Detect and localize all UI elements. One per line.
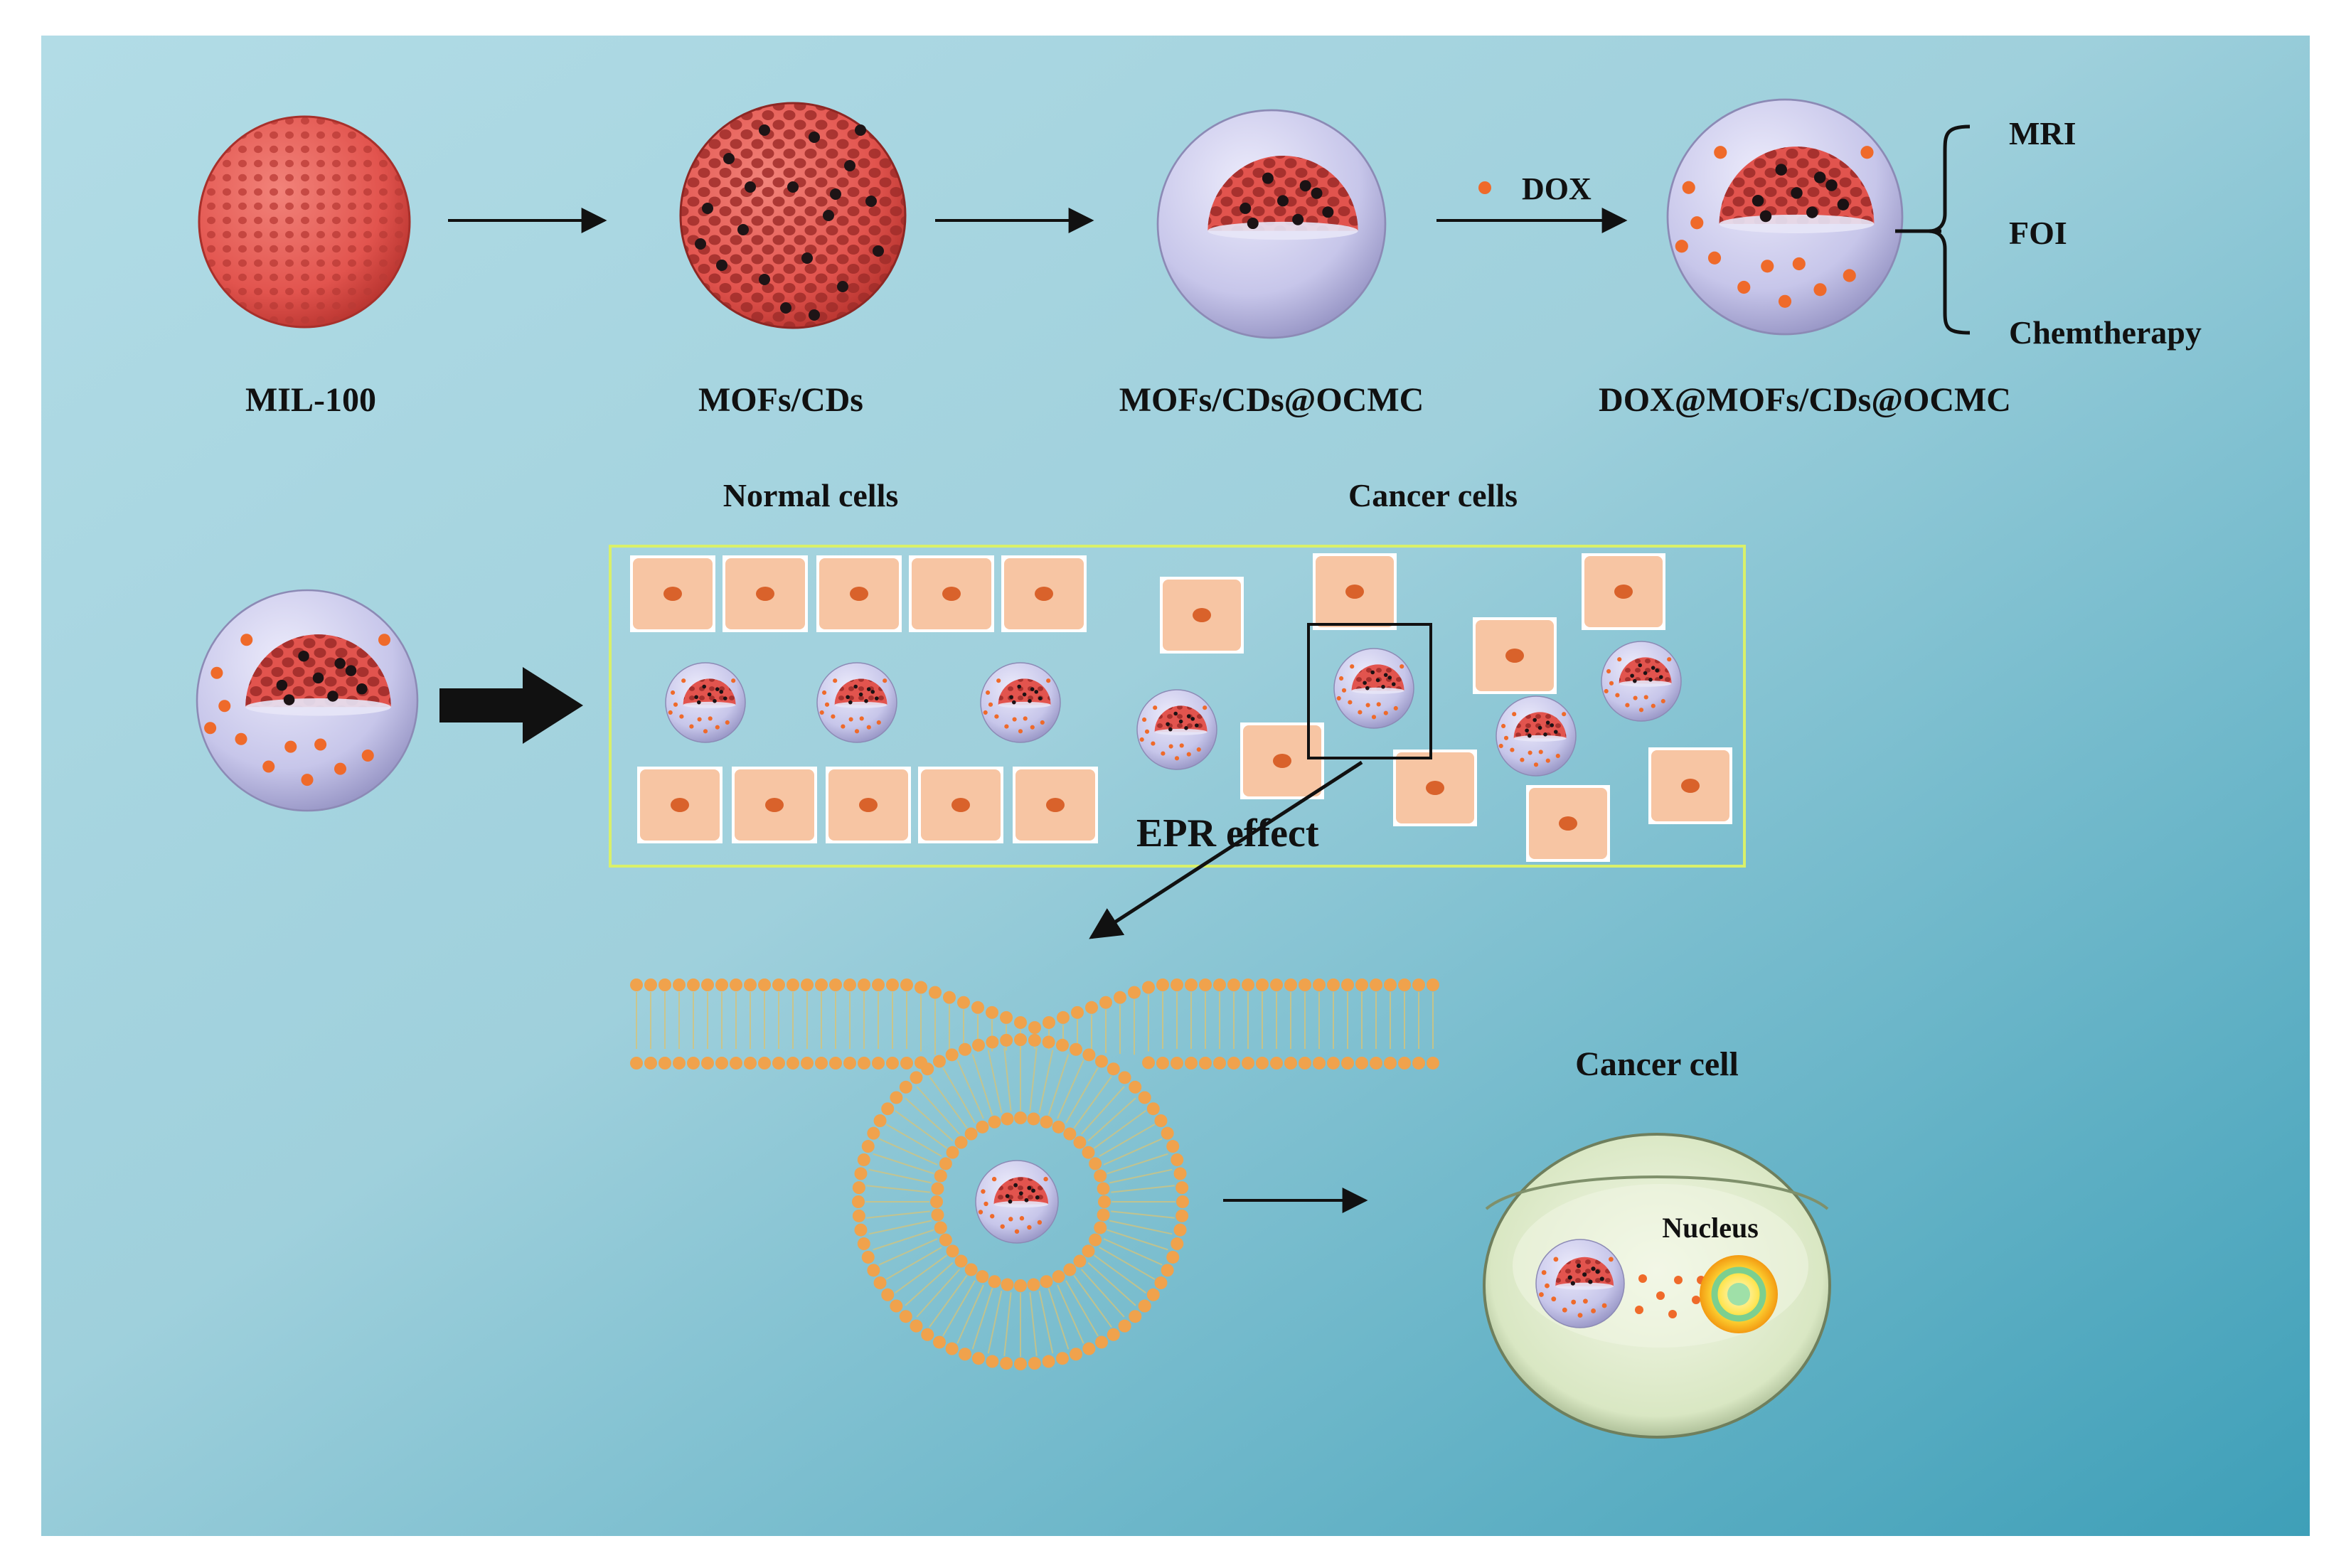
carbon-dots-cluster bbox=[695, 124, 884, 321]
nucleus-label: Nucleus bbox=[1662, 1212, 1759, 1244]
cancer-cell-label: Cancer cell bbox=[1575, 1045, 1739, 1083]
dox-mofs-cds-ocmc-particle bbox=[1666, 98, 1904, 336]
normal-cell-bottom-0 bbox=[637, 767, 723, 843]
carbon-dot-12 bbox=[801, 252, 813, 264]
applications-brace bbox=[1895, 124, 1971, 335]
cancer-cell-0 bbox=[1160, 577, 1244, 654]
endocytic-vesicle bbox=[852, 1033, 1189, 1370]
carbon-dot-2 bbox=[809, 132, 820, 143]
cancer-cell-5 bbox=[1393, 750, 1477, 826]
dox-molecule-3 bbox=[1692, 1296, 1700, 1304]
cell-membrane bbox=[630, 978, 1439, 1070]
carbon-dot-17 bbox=[809, 309, 820, 321]
cancer-cell-2 bbox=[1473, 617, 1557, 694]
carbon-dot-4 bbox=[865, 196, 877, 207]
carbon-dot-9 bbox=[873, 245, 884, 257]
normal-cell-top-0 bbox=[630, 555, 715, 632]
vesicle-nanoparticle bbox=[975, 1160, 1059, 1244]
normal-cell-top-4 bbox=[1001, 555, 1087, 632]
tissue-nanoparticle-0 bbox=[665, 662, 746, 743]
normal-cell-top-3 bbox=[909, 555, 994, 632]
released-dox bbox=[1635, 1274, 1705, 1318]
dox-molecule-0 bbox=[1638, 1274, 1647, 1283]
normal-cell-bottom-2 bbox=[826, 767, 911, 843]
carbon-dot-11 bbox=[759, 274, 770, 285]
carbon-dot-5 bbox=[702, 203, 713, 214]
mofs-cds-sphere bbox=[679, 102, 907, 329]
cancer-cell-3 bbox=[1582, 553, 1665, 630]
tissue-nanoparticle-6 bbox=[1601, 641, 1682, 722]
dox-molecule-4 bbox=[1635, 1306, 1643, 1314]
normal-cell-top-2 bbox=[816, 555, 902, 632]
normal-cells-label: Normal cells bbox=[723, 477, 899, 513]
normal-cell-bottom-3 bbox=[918, 767, 1003, 843]
internalized-nanoparticle bbox=[1535, 1239, 1625, 1328]
tissue-nanoparticle-4 bbox=[1333, 648, 1414, 729]
carbon-dot-0 bbox=[723, 153, 735, 164]
injection-arrow bbox=[439, 667, 583, 744]
carbon-dot-13 bbox=[837, 281, 848, 292]
carbon-dot-16 bbox=[695, 238, 706, 250]
injected-nanoparticle bbox=[196, 589, 419, 812]
dox-molecule-5 bbox=[1668, 1310, 1677, 1318]
normal-cell-top-1 bbox=[723, 555, 808, 632]
carbon-dot-7 bbox=[787, 181, 799, 193]
carbon-dot-14 bbox=[780, 302, 791, 314]
carbon-dot-3 bbox=[844, 160, 855, 171]
carbon-dot-6 bbox=[737, 224, 749, 235]
mofs-cds-ocmc-particle bbox=[1156, 109, 1387, 339]
dox-label: DOX bbox=[1522, 171, 1592, 206]
cancer-cell-6 bbox=[1648, 747, 1732, 824]
tissue-nanoparticle-1 bbox=[816, 662, 897, 743]
zoom-arrow bbox=[1089, 760, 1363, 939]
carbon-dot-1 bbox=[759, 124, 770, 136]
dox-molecule-2 bbox=[1674, 1276, 1683, 1284]
mofs-cds-ocmc-label: MOFs/CDs@OCMC bbox=[1119, 381, 1424, 419]
cancer-cell-7 bbox=[1526, 785, 1610, 862]
dox-dot-icon bbox=[1478, 181, 1491, 194]
carbon-dot-15 bbox=[855, 124, 866, 136]
carbon-dot-10 bbox=[716, 260, 727, 271]
normal-cell-bottom-1 bbox=[732, 767, 817, 843]
mofs-cds-label: MOFs/CDs bbox=[698, 381, 863, 419]
cancer-cell-1 bbox=[1313, 553, 1397, 630]
tissue-nanoparticle-3 bbox=[1136, 689, 1217, 770]
carbon-dot-8 bbox=[823, 210, 834, 221]
mil100-label: MIL-100 bbox=[245, 381, 376, 419]
cancer-cells-label: Cancer cells bbox=[1348, 477, 1518, 513]
foi-label: FOI bbox=[2009, 215, 2067, 251]
tissue-frame bbox=[609, 545, 1746, 868]
dox-mofs-cds-ocmc-label: DOX@MOFs/CDs@OCMC bbox=[1599, 381, 2011, 419]
mri-label: MRI bbox=[2009, 115, 2077, 151]
nucleus bbox=[1700, 1255, 1778, 1333]
tissue-nanoparticle-5 bbox=[1496, 695, 1577, 777]
carbon-dot-19 bbox=[830, 188, 841, 200]
carbon-dot-18 bbox=[745, 181, 756, 193]
chemotherapy-label: Chemtherapy bbox=[2009, 314, 2202, 351]
dox-molecule-1 bbox=[1656, 1291, 1665, 1300]
normal-cell-bottom-4 bbox=[1013, 767, 1098, 843]
zoom-box bbox=[1307, 623, 1432, 759]
mil100-sphere bbox=[198, 115, 411, 329]
tissue-region bbox=[630, 553, 1732, 862]
cancer-cell-4 bbox=[1240, 722, 1324, 799]
tissue-nanoparticle-2 bbox=[980, 662, 1061, 743]
